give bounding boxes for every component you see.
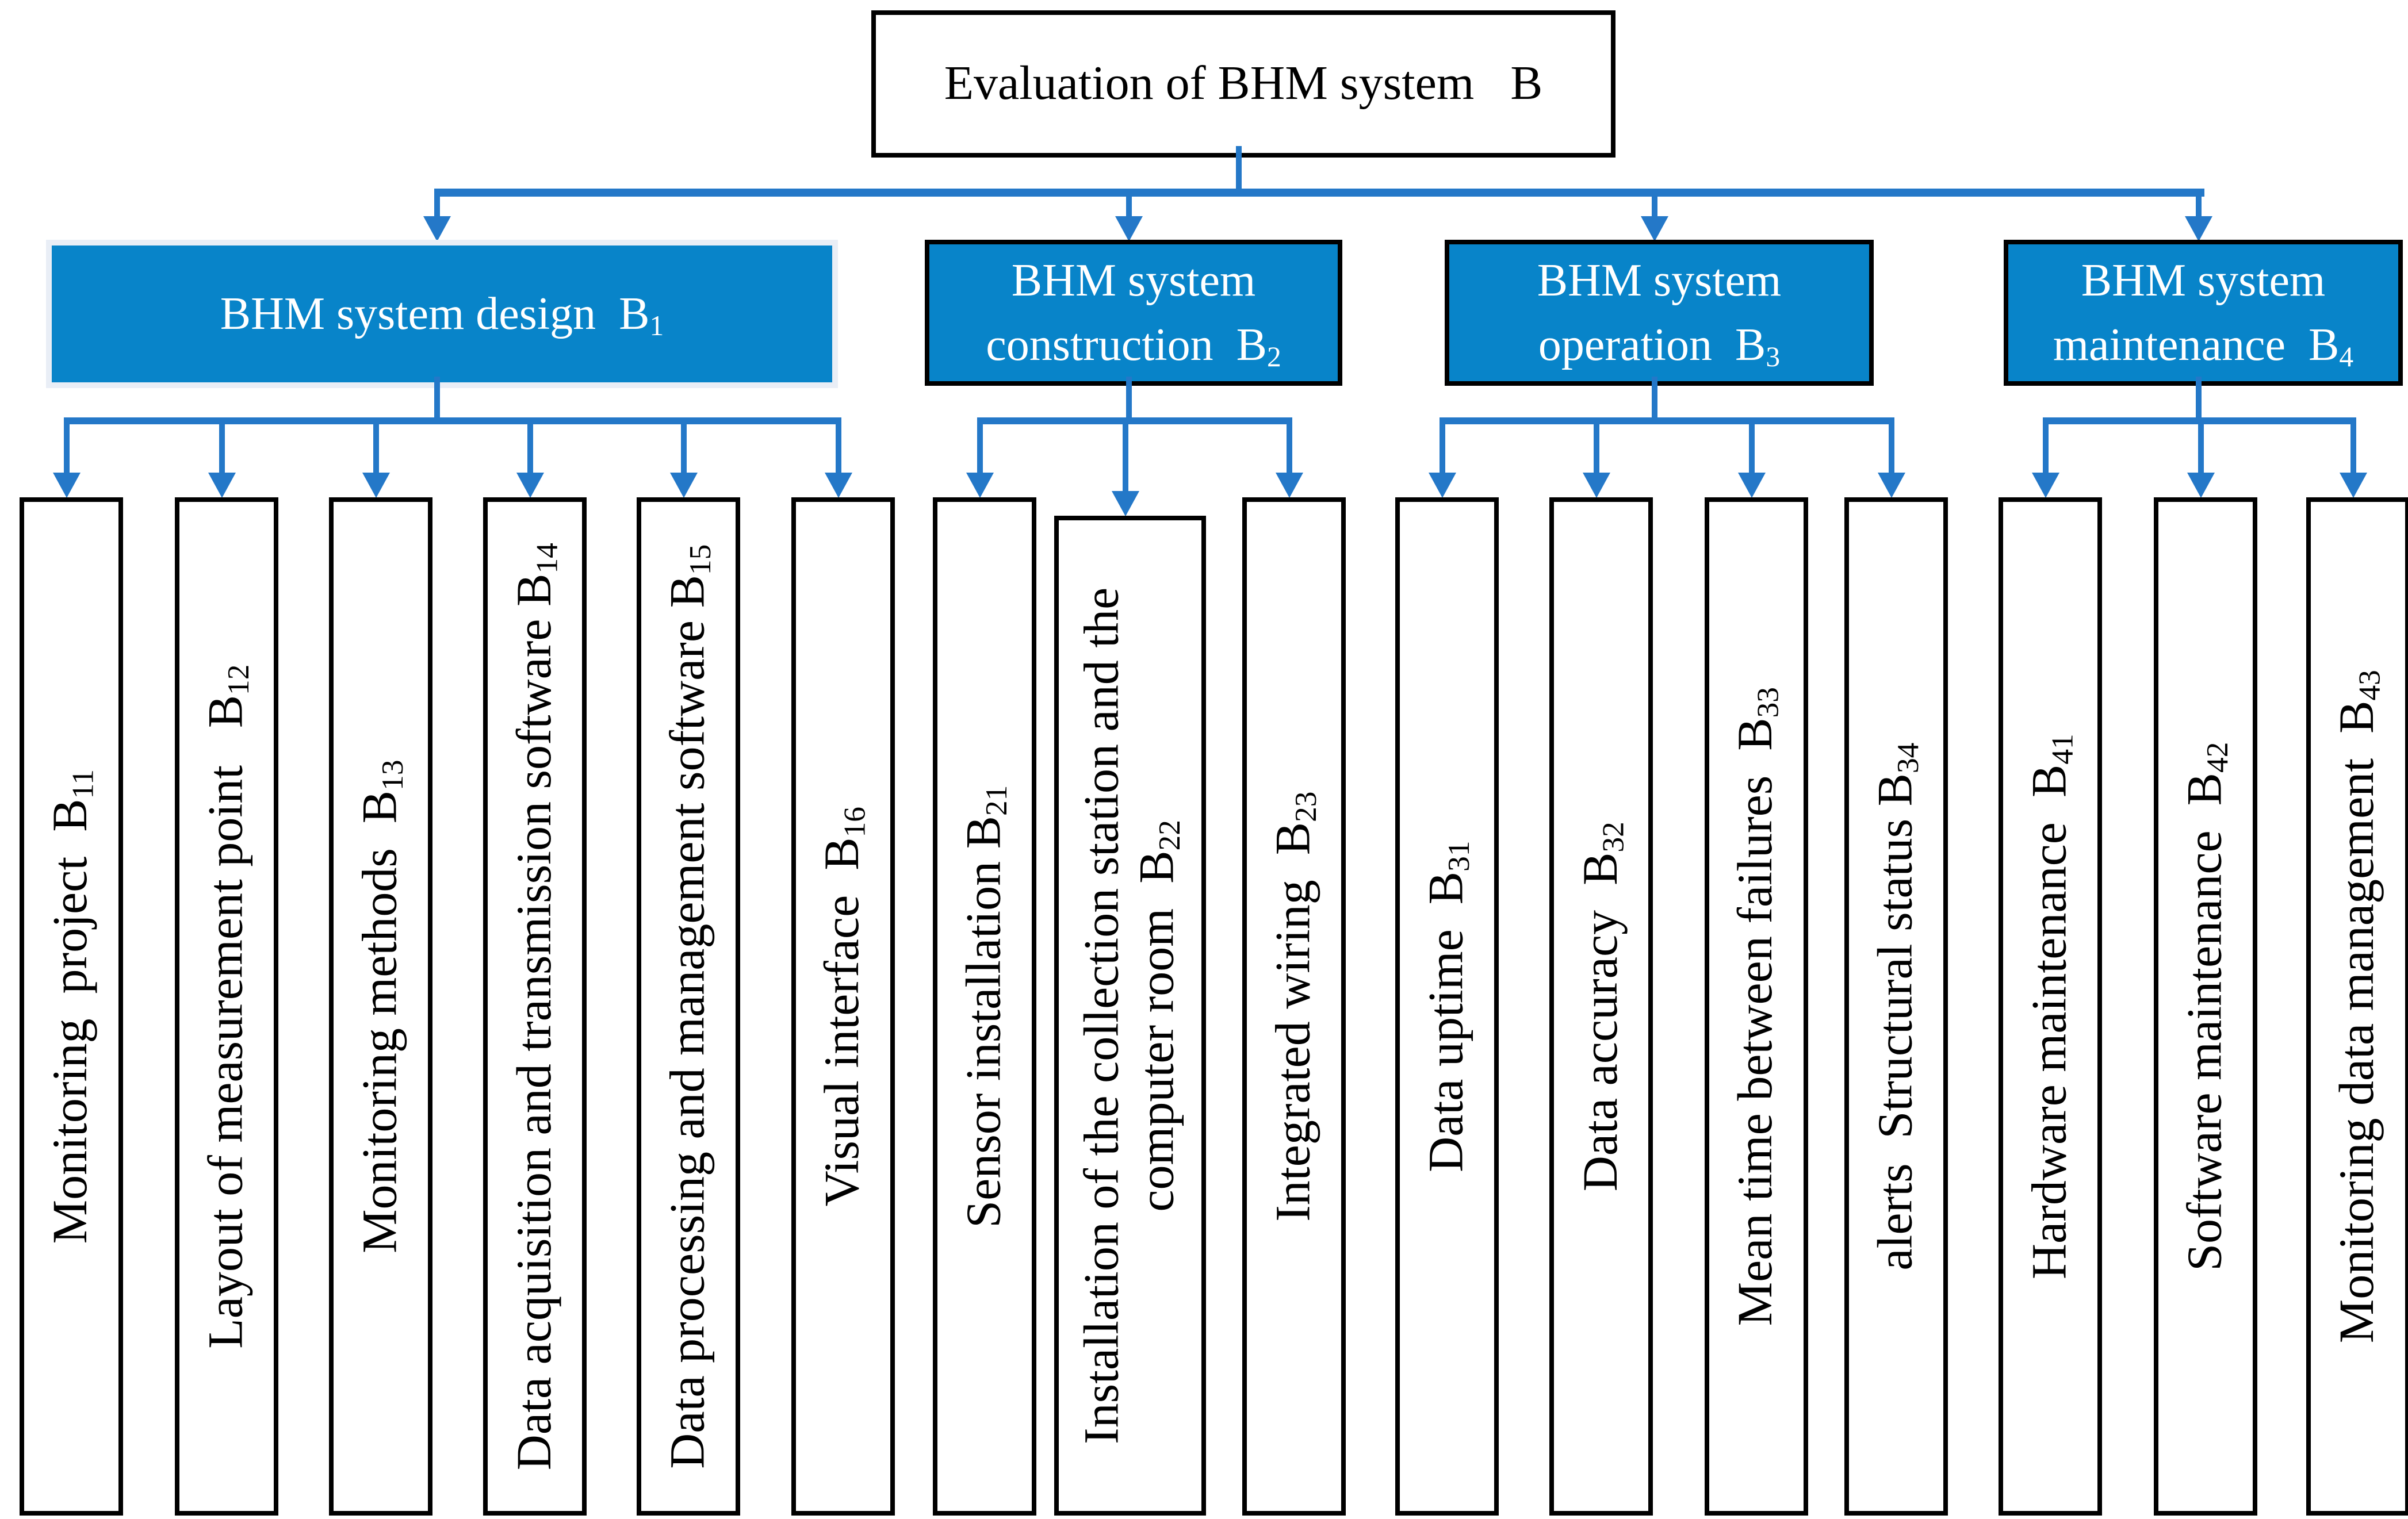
connector-drop-leaf xyxy=(2198,422,2204,475)
connector-drop-leaf xyxy=(1123,422,1128,493)
connector-drop-leaf xyxy=(219,422,225,475)
connector-drop-leaf xyxy=(1594,422,1599,475)
arrowhead-down-icon xyxy=(1738,473,1766,498)
arrowhead-down-icon xyxy=(825,473,852,498)
connector-stem-b2 xyxy=(1126,377,1132,420)
leaf-node-label: Hardware maintenance B41 xyxy=(2021,734,2080,1279)
connector-drop-leaf xyxy=(977,422,983,475)
arrowhead-down-icon xyxy=(1641,216,1668,241)
arrowhead-down-icon xyxy=(1112,491,1139,516)
leaf-node-data-acquisition-software: Data acquisition and transmission softwa… xyxy=(483,497,587,1516)
arrowhead-down-icon xyxy=(2185,216,2212,241)
arrowhead-down-icon xyxy=(516,473,544,498)
leaf-node-label: alerts Structural status B34 xyxy=(1867,742,1925,1271)
connector-drop-leaf xyxy=(1287,422,1292,475)
leaf-node-label: Monitoring methods B13 xyxy=(351,760,410,1253)
connector-bus-b1 xyxy=(64,417,841,424)
connector-drop-leaf xyxy=(2350,422,2356,475)
arrowhead-down-icon xyxy=(2032,473,2059,498)
leaf-node-collection-station-room: Installation of the collection station a… xyxy=(1054,516,1206,1516)
group-node-label: BHM system operation B3 xyxy=(1537,255,1782,373)
leaf-node-label: Integrated wiring B23 xyxy=(1265,791,1323,1222)
connector-drop-leaf xyxy=(373,422,379,475)
connector-drop-leaf xyxy=(1440,422,1445,475)
leaf-node-data-processing-software: Data processing and management software … xyxy=(637,497,740,1516)
connector-stem-b4 xyxy=(2196,377,2202,420)
connector-bus-b2 xyxy=(977,417,1292,424)
group-node-construction: BHM system construction B2 xyxy=(925,240,1342,386)
connector-drop-b2 xyxy=(1126,195,1132,221)
leaf-node-label: Installation of the collection station a… xyxy=(1073,587,1187,1444)
leaf-node-label: Software maintenance B42 xyxy=(2176,742,2235,1271)
connector-drop-leaf xyxy=(681,422,687,475)
leaf-node-visual-interface: Visual interface B16 xyxy=(791,497,895,1516)
group-node-maintenance: BHM system maintenance B4 xyxy=(2004,240,2403,386)
arrowhead-down-icon xyxy=(670,473,698,498)
connector-drop-leaf xyxy=(1889,422,1894,475)
connector-drop-leaf xyxy=(836,422,841,475)
connector-drop-b4 xyxy=(2196,195,2202,221)
arrowhead-down-icon xyxy=(1276,473,1303,498)
arrowhead-down-icon xyxy=(2187,473,2215,498)
arrowhead-down-icon xyxy=(966,473,994,498)
leaf-node-label: Data acquisition and transmission softwa… xyxy=(506,543,564,1470)
arrowhead-down-icon xyxy=(53,473,81,498)
arrowhead-down-icon xyxy=(362,473,390,498)
connector-stem-b1 xyxy=(434,377,440,420)
connector-drop-leaf xyxy=(527,422,533,475)
connector-level1-bus xyxy=(434,189,2204,197)
group-node-label: BHM system construction B2 xyxy=(986,255,1281,373)
leaf-node-label: Monitoring data management B43 xyxy=(2329,669,2387,1344)
leaf-node-label: Data processing and management software … xyxy=(659,544,718,1469)
leaf-node-label: Monitoring project B11 xyxy=(42,769,101,1244)
root-node-label: Evaluation of BHM system B xyxy=(944,56,1543,110)
root-node-evaluation: Evaluation of BHM system B xyxy=(871,10,1615,158)
arrowhead-down-icon xyxy=(1429,473,1456,498)
leaf-node-label: Mean time between failures B33 xyxy=(1727,686,1786,1326)
arrowhead-down-icon xyxy=(208,473,236,498)
leaf-node-layout-measurement-point: Layout of measurement point B12 xyxy=(175,497,278,1516)
leaf-node-monitoring-data-management: Monitoring data management B43 xyxy=(2306,497,2408,1516)
connector-drop-b1 xyxy=(434,195,440,221)
leaf-node-integrated-wiring: Integrated wiring B23 xyxy=(1242,497,1346,1516)
arrowhead-down-icon xyxy=(1878,473,1905,498)
leaf-node-structural-status-alerts: alerts Structural status B34 xyxy=(1844,497,1948,1516)
leaf-node-sensor-installation: Sensor installation B21 xyxy=(933,497,1036,1516)
leaf-node-label: Visual interface B16 xyxy=(814,806,872,1207)
leaf-node-software-maintenance: Software maintenance B42 xyxy=(2154,497,2257,1516)
connector-root-stem xyxy=(1236,146,1242,194)
connector-bus-b3 xyxy=(1440,417,1894,424)
leaf-node-label: Layout of measurement point B12 xyxy=(197,664,256,1349)
group-node-design: BHM system design B1 xyxy=(46,240,838,388)
group-node-label: BHM system maintenance B4 xyxy=(2053,255,2354,373)
leaf-node-label: Sensor installation B21 xyxy=(955,785,1014,1228)
group-node-operation: BHM system operation B3 xyxy=(1445,240,1874,386)
leaf-node-monitoring-project: Monitoring project B11 xyxy=(20,497,123,1516)
connector-stem-b3 xyxy=(1652,377,1657,420)
leaf-node-data-uptime: Data uptime B31 xyxy=(1395,497,1499,1516)
connector-drop-leaf xyxy=(2043,422,2049,475)
arrowhead-down-icon xyxy=(2340,473,2367,498)
connector-drop-leaf xyxy=(64,422,70,475)
leaf-node-mean-time-between-failures: Mean time between failures B33 xyxy=(1705,497,1808,1516)
leaf-node-label: Data accuracy B32 xyxy=(1572,821,1630,1191)
arrowhead-down-icon xyxy=(1583,473,1610,498)
connector-drop-leaf xyxy=(1749,422,1755,475)
connector-bus-b4 xyxy=(2043,417,2356,424)
leaf-node-hardware-maintenance: Hardware maintenance B41 xyxy=(1999,497,2102,1516)
arrowhead-down-icon xyxy=(1115,216,1143,241)
leaf-node-label: Data uptime B31 xyxy=(1418,841,1476,1172)
group-node-label: BHM system design B1 xyxy=(220,289,664,342)
arrowhead-down-icon xyxy=(423,216,451,241)
leaf-node-data-accuracy: Data accuracy B32 xyxy=(1549,497,1653,1516)
leaf-node-monitoring-methods: Monitoring methods B13 xyxy=(329,497,432,1516)
connector-drop-b3 xyxy=(1652,195,1657,221)
